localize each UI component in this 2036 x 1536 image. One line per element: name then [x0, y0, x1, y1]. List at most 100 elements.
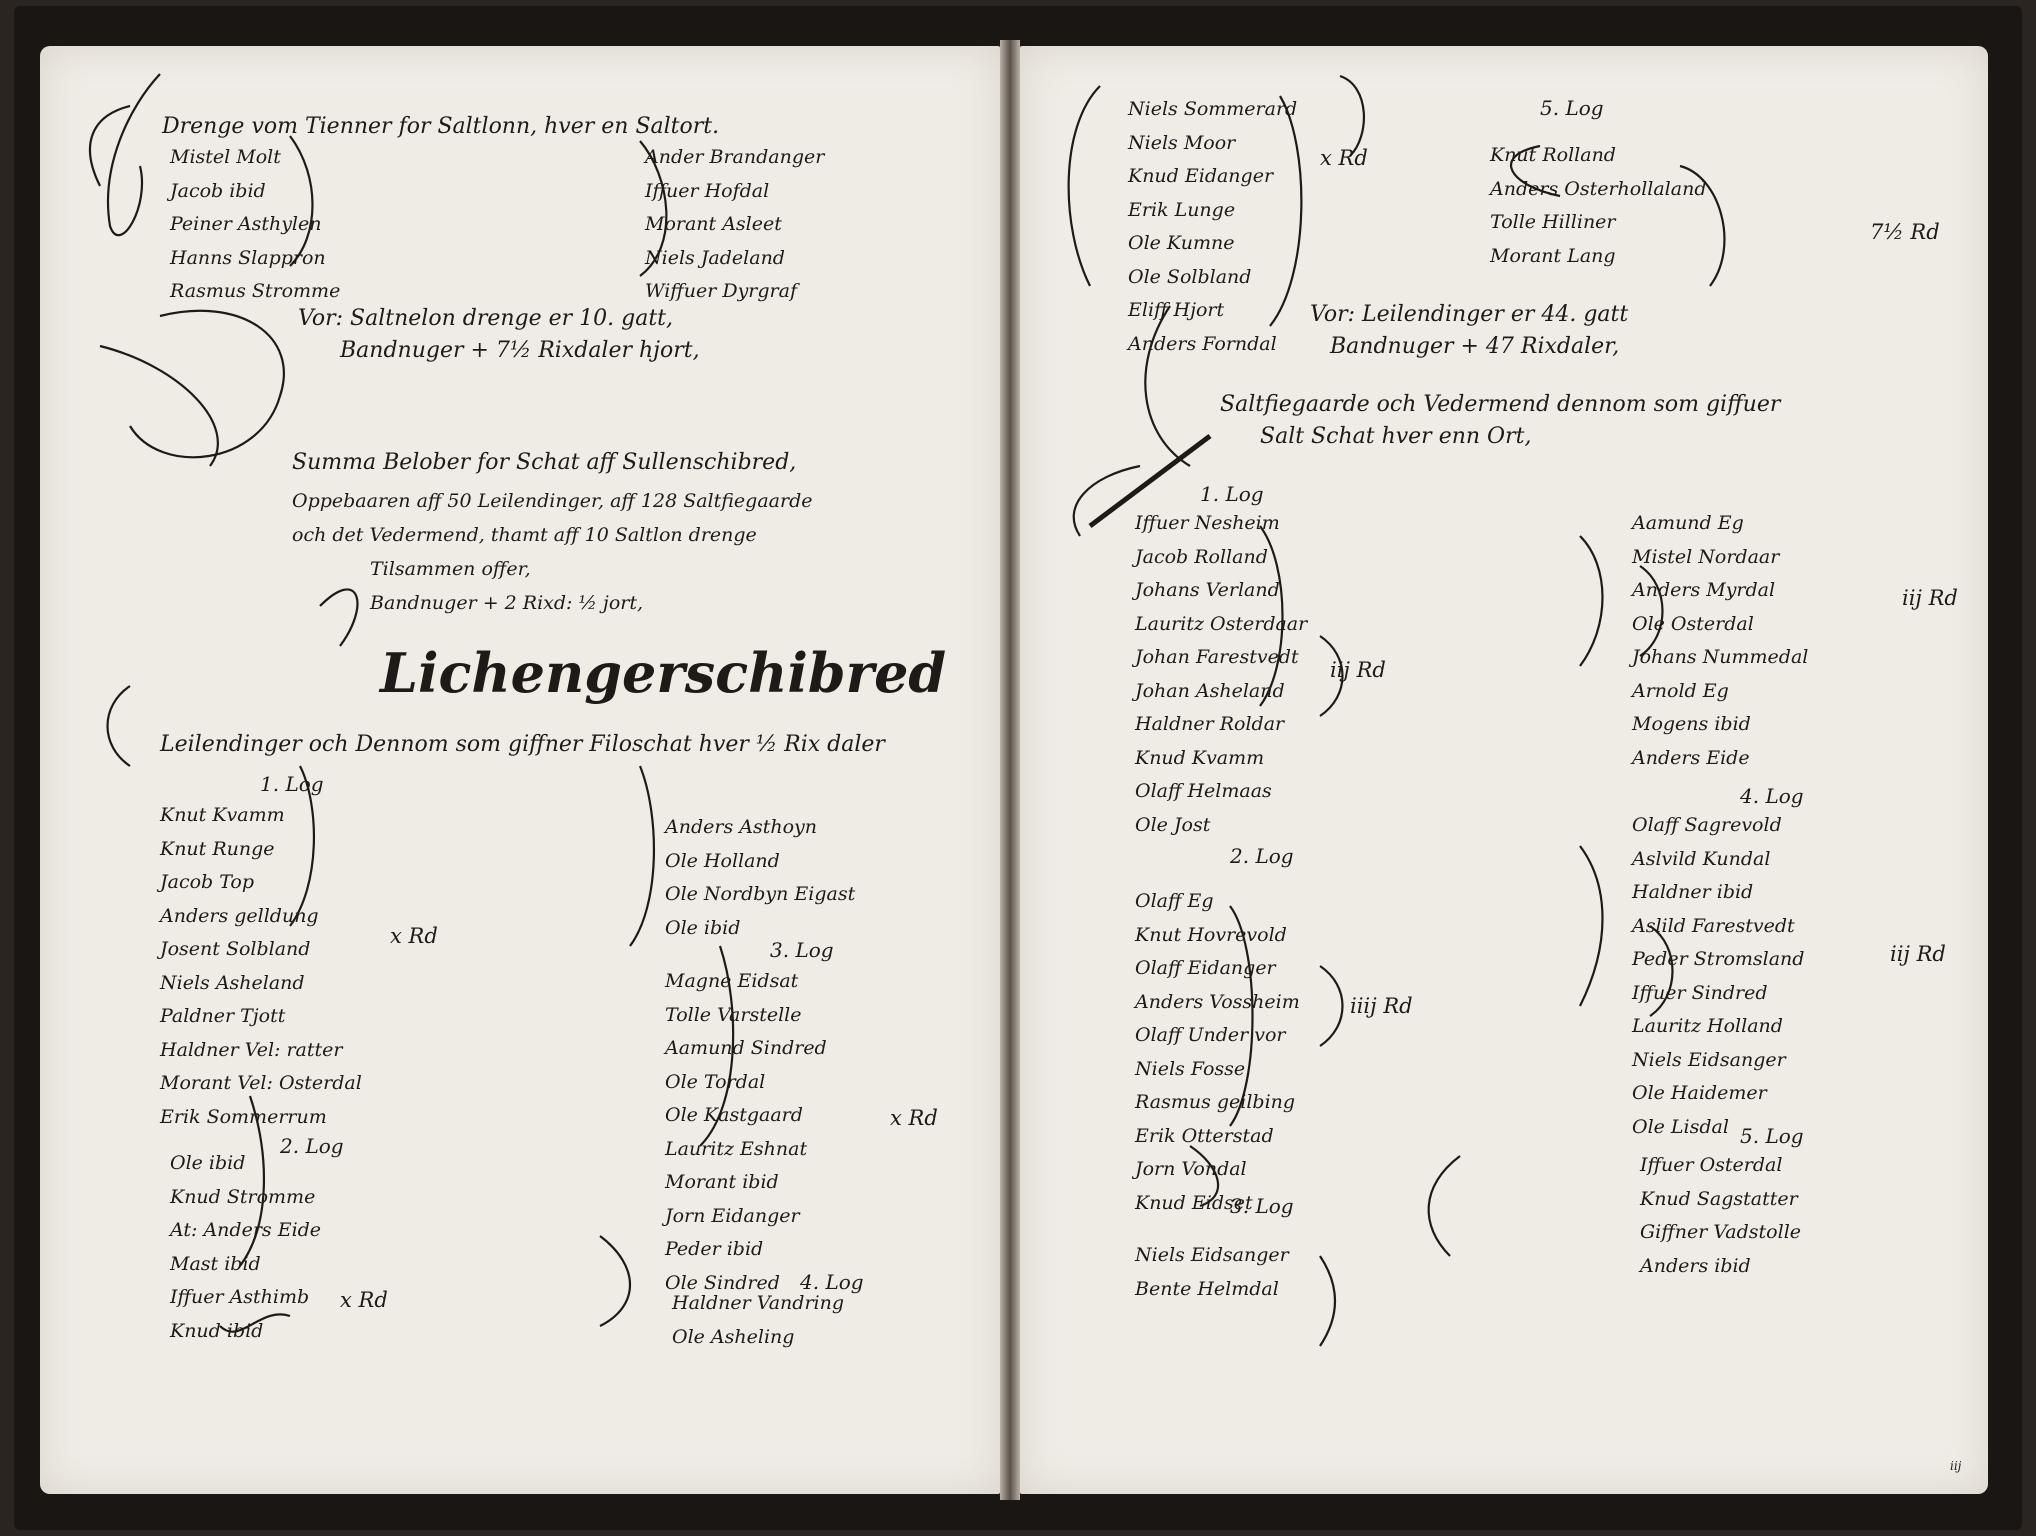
- list-item: Ole Solbland: [1128, 265, 1252, 288]
- list-item: Anders gelldung: [160, 904, 319, 927]
- list-item: Ole Osterdal: [1632, 612, 1754, 635]
- list-item: Olaff Eg: [1135, 890, 1214, 912]
- list-item: Johan Farestvedt: [1135, 646, 1299, 668]
- group-amount: iij Rd: [1330, 658, 1386, 682]
- section-heading: Salt Schat hver enn Ort,: [1260, 424, 1532, 449]
- list-item: Ole Kumne: [1128, 232, 1235, 254]
- list-item: Mistel Molt: [170, 146, 281, 168]
- list-item: Niels Eidsanger: [1632, 1048, 1786, 1071]
- list-item: Niels Moor: [1128, 131, 1236, 154]
- group-label: 3. Log: [1230, 1194, 1294, 1218]
- list-item: Jorn Vondal: [1135, 1158, 1247, 1180]
- group-label: 5. Log: [1740, 1124, 1804, 1148]
- list-item: At: Anders Eide: [170, 1219, 322, 1241]
- group-amount: x Rd: [1320, 146, 1368, 170]
- group-amount: x Rd: [340, 1288, 388, 1312]
- group-amount: iij Rd: [1890, 942, 1946, 966]
- group-label: 2. Log: [1230, 844, 1294, 868]
- g1-list: Iffuer Nesheim Jacob Rolland Johans Verl…: [1135, 514, 1307, 849]
- group-label: 4. Log: [800, 1270, 864, 1294]
- group-label: 1. Log: [1200, 482, 1264, 506]
- list-item: Niels Asheland: [160, 971, 305, 994]
- list-item: Haldner Vandring: [672, 1292, 845, 1314]
- sum-line-2: Bandnuger + 7½ Rixdaler hjort,: [340, 338, 700, 363]
- section-subheading: Leilendinger och Dennom som giffner Filo…: [160, 732, 885, 757]
- list-item: Olaff Helmaas: [1135, 780, 1272, 802]
- list-item: Aslvild Kundal: [1632, 847, 1771, 870]
- list-item: Rasmus geilbing: [1135, 1091, 1296, 1113]
- list-item: Knud Stromme: [170, 1185, 316, 1208]
- list-item: Morant ibid: [665, 1171, 779, 1193]
- list-item: Anders Eide: [1632, 746, 1750, 769]
- list-item: Mast ibid: [170, 1252, 261, 1275]
- list-item: Ole Sindred: [665, 1271, 780, 1294]
- group-2-list: Ole ibid Knud Stromme At: Anders Eide Ma…: [170, 1154, 321, 1355]
- group-3-list: Magne Eidsat Tolle Varstelle Aamund Sind…: [665, 972, 827, 1307]
- list-item: Haldner ibid: [1632, 881, 1754, 903]
- list-item: Mogens ibid: [1632, 713, 1751, 735]
- list-top: Niels Sommerard Niels Moor Knud Eidanger…: [1128, 100, 1297, 368]
- summa-line: Bandnuger + 2 Rixd: ½ jort,: [370, 592, 644, 614]
- list-item: Iffuer Hofdal: [645, 179, 770, 202]
- list-item: Ole Haidemer: [1632, 1082, 1767, 1104]
- list-item: Haldner Roldar: [1135, 713, 1285, 735]
- list-item: Jacob ibid: [170, 179, 266, 202]
- list-item: Morant Lang: [1490, 244, 1616, 267]
- book-gutter: [1000, 40, 1020, 1500]
- list-item: Hanns Slappron: [170, 246, 326, 269]
- sum-line-1: Vor: Saltnelon drenge er 10. gatt,: [298, 306, 673, 331]
- list-item: Jacob Rolland: [1135, 545, 1268, 568]
- list-item: Morant Vel: Osterdal: [160, 1072, 362, 1094]
- list-item: Tolle Hilliner: [1490, 211, 1616, 233]
- list-item: Ole Asheling: [672, 1325, 795, 1348]
- list-item: Anders ibid: [1640, 1254, 1751, 1277]
- list-item: Ole ibid: [170, 1152, 246, 1174]
- list-item: Peiner Asthylen: [170, 213, 322, 235]
- g5-list: Iffuer Osterdal Knud Sagstatter Giffner …: [1640, 1156, 1801, 1290]
- group-1-list: Knut Kvamm Knut Runge Jacob Top Anders g…: [160, 806, 362, 1141]
- left-heading: Drenge vom Tienner for Saltlonn, hver en…: [162, 114, 720, 139]
- list-item: Bente Helmdal: [1135, 1277, 1279, 1300]
- list-item: Johan Asheland: [1135, 679, 1285, 702]
- left-page: Drenge vom Tienner for Saltlonn, hver en…: [40, 46, 1000, 1494]
- list-item: Niels Sommerard: [1128, 98, 1298, 120]
- list-item: Knud Eidanger: [1128, 165, 1274, 187]
- list-item: Knut Rolland: [1490, 144, 1616, 166]
- g3-list: Niels Eidsanger Bente Helmdal: [1135, 1246, 1289, 1313]
- list-item: Knut Runge: [160, 837, 275, 860]
- group-label: 2. Log: [280, 1134, 344, 1158]
- group-4-list: Haldner Vandring Ole Asheling: [672, 1294, 844, 1361]
- list-item: Haldner Vel: ratter: [160, 1038, 343, 1061]
- list-item: Knud Eidset: [1135, 1191, 1253, 1214]
- group-label: 4. Log: [1740, 784, 1804, 808]
- summa-line: Tilsammen offer,: [370, 558, 531, 580]
- list-item: Iffuer Sindred: [1632, 981, 1768, 1004]
- list-item: Jacob Top: [160, 871, 255, 893]
- list-item: Niels Eidsanger: [1135, 1244, 1289, 1266]
- list-item: Iffuer Asthimb: [170, 1286, 310, 1308]
- list-item: Giffner Vadstolle: [1640, 1221, 1802, 1243]
- group-label: 1. Log: [260, 772, 324, 796]
- summa-line: Oppebaaren aff 50 Leilendinger, aff 128 …: [292, 490, 813, 512]
- list-item: Anders Osterhollaland: [1490, 177, 1707, 200]
- list-item: Ole ibid: [665, 916, 741, 939]
- list-item: Erik Sommerrum: [160, 1105, 327, 1128]
- sum-line-1: Vor: Leilendinger er 44. gatt: [1310, 302, 1629, 327]
- list-item: Magne Eidsat: [665, 970, 799, 992]
- list-item: Knud ibid: [170, 1319, 264, 1342]
- list-item: Ole Nordbyn Eigast: [665, 883, 856, 905]
- list-item: Ole Tordal: [665, 1070, 766, 1093]
- list-item: Iffuer Nesheim: [1135, 512, 1280, 534]
- group-label: 3. Log: [770, 938, 834, 962]
- g4-col-list: Aamund Eg Mistel Nordaar Anders Myrdal O…: [1632, 514, 1808, 782]
- group-5a-list: Knut Rolland Anders Osterhollaland Tolle…: [1490, 146, 1707, 280]
- list-item: Ole Kastgaard: [665, 1104, 803, 1126]
- list-item: Tolle Varstelle: [665, 1003, 802, 1026]
- list-item: Lauritz Holland: [1632, 1015, 1783, 1037]
- g2-list: Olaff Eg Knut Hovrevold Olaff Eidanger A…: [1135, 892, 1300, 1227]
- page-mark: iij: [1950, 1459, 1962, 1473]
- list-item: Ole Lisdal: [1632, 1115, 1729, 1138]
- col2-list: Anders Asthoyn Ole Holland Ole Nordbyn E…: [665, 818, 855, 952]
- group-amount: iiij Rd: [1350, 994, 1413, 1018]
- list-a: Mistel Molt Jacob ibid Peiner Asthylen H…: [170, 148, 340, 316]
